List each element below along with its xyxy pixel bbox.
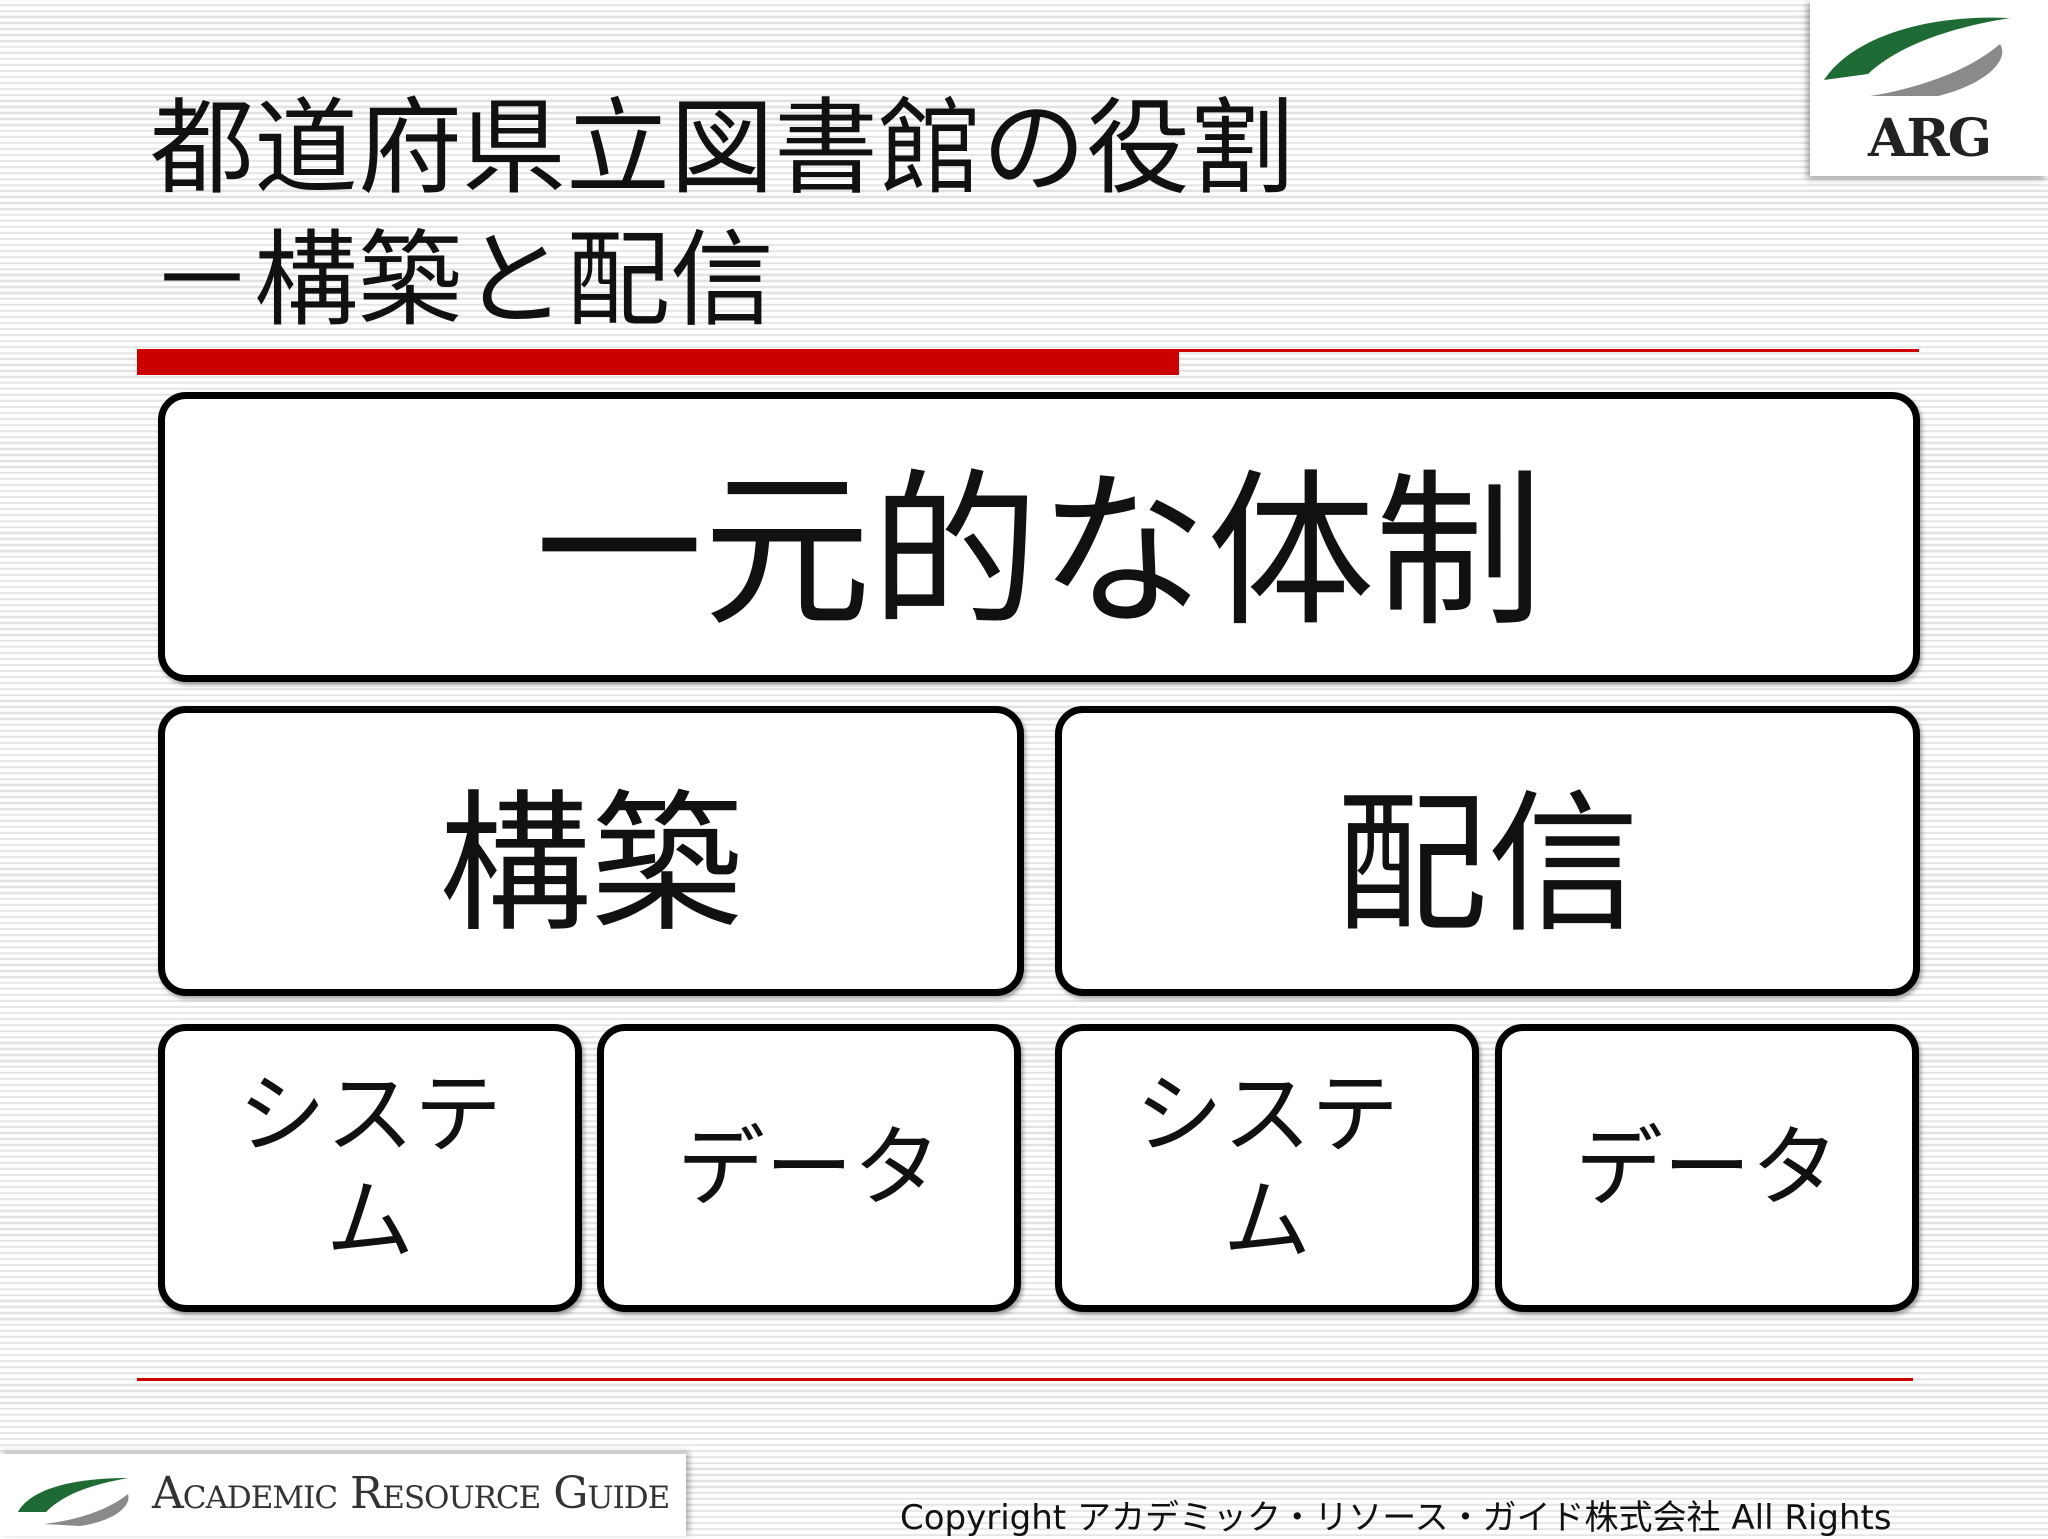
title-underline-thin: [1179, 349, 1919, 352]
construction-data-box: データ: [597, 1024, 1021, 1312]
unified-system-label: 一元的な体制: [535, 453, 1543, 650]
construction-data-label: データ: [676, 1116, 941, 1219]
construction-system-box: システム: [158, 1024, 582, 1312]
arg-corner-logo: ARG: [1810, 0, 2048, 176]
title-underline-thick: [137, 349, 1179, 375]
construction-label: 構築: [439, 776, 743, 953]
title-line-2: －構築と配信: [150, 219, 775, 341]
academic-resource-guide-logo: Academic Resource Guide: [0, 1454, 686, 1536]
distribution-box: 配信: [1055, 706, 1920, 996]
distribution-system-box: システム: [1055, 1024, 1479, 1312]
footer-divider: [137, 1378, 1913, 1381]
arg-swoosh-icon: [1824, 17, 2010, 96]
distribution-system-label: システム: [1134, 1063, 1399, 1272]
copyright-text: Copyright アカデミック・リソース・ガイド株式会社 All Rights: [900, 1498, 1892, 1538]
construction-box: 構築: [158, 706, 1024, 996]
arg-footer-swoosh-icon: [18, 1478, 129, 1526]
distribution-data-box: データ: [1495, 1024, 1919, 1312]
distribution-data-label: データ: [1574, 1116, 1839, 1219]
unified-system-box: 一元的な体制: [158, 392, 1920, 682]
construction-system-label: システム: [237, 1063, 502, 1272]
slide-title: 都道府県立図書館の役割 －構築と配信: [150, 82, 1294, 346]
title-line-1: 都道府県立図書館の役割: [150, 87, 1295, 209]
distribution-label: 配信: [1335, 776, 1640, 953]
arg-wordmark: ARG: [1868, 108, 1992, 169]
academic-resource-guide-wordmark: Academic Resource Guide: [152, 1468, 670, 1519]
